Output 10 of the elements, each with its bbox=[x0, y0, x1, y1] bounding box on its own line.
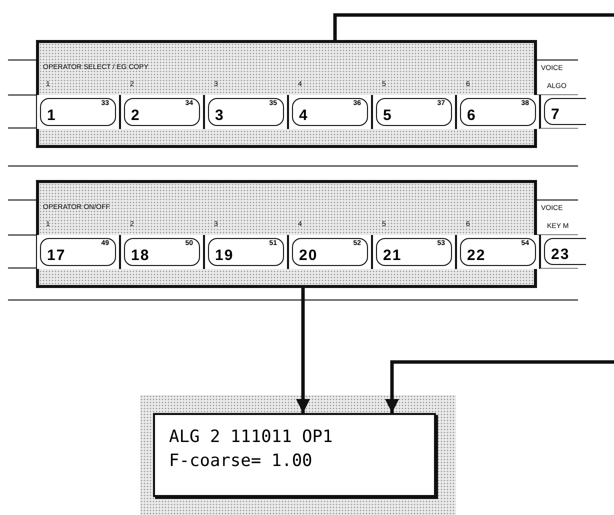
lcd-display bbox=[153, 413, 436, 497]
button-group-panel bbox=[36, 180, 537, 288]
display-text: ALG 2 111011 OP1 bbox=[169, 426, 334, 449]
panel-button: 23 bbox=[544, 238, 586, 265]
connector-line bbox=[296, 288, 310, 413]
button-group-panel bbox=[36, 40, 537, 148]
connector-line bbox=[385, 360, 614, 413]
panel-button: 7 bbox=[544, 98, 586, 125]
connector-line bbox=[333, 13, 614, 40]
display-text: F-coarse= 1.00 bbox=[169, 450, 314, 473]
